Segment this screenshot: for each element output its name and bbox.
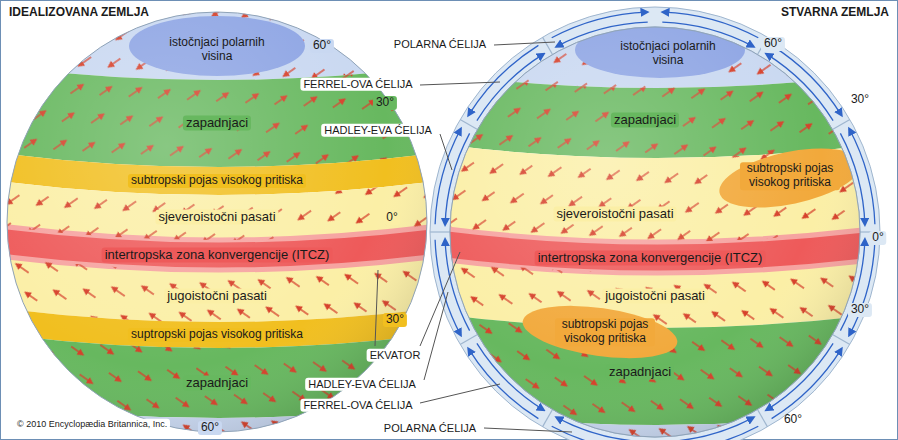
latitude-label: 0°	[383, 211, 400, 225]
globe-art-line	[420, 384, 500, 403]
cell-label: POLARNA ĆELIJA	[391, 38, 489, 51]
globe-art-line	[833, 335, 850, 345]
globe-art-line	[440, 134, 452, 170]
globe-art-g	[435, 12, 875, 440]
globe-art-line	[375, 270, 378, 346]
globe-art-line	[543, 410, 553, 427]
wind-zone-label: istočnjaci polarnih visina	[157, 36, 277, 64]
globe-art-g	[440, 0, 880, 440]
globe-art-g	[430, 7, 880, 440]
copyright-note: © 2010 Encyclopædia Britannica, Inc.	[14, 419, 170, 429]
wind-zone-label: sjeveroistočni pasati	[553, 207, 676, 222]
panel-title: STVARNA ZEMLJA	[778, 6, 892, 20]
globe-art-g	[375, 42, 572, 432]
pressure-belt-label: subtropski pojas visokog pritiska	[555, 318, 655, 346]
pressure-belt-label: subtropski pojas visokog pritiska	[128, 174, 306, 188]
globe-art-circle	[7, 12, 427, 432]
latitude-label: 60°	[781, 413, 805, 427]
globe-art-circle	[7, 12, 427, 432]
globe-art-line	[484, 428, 572, 432]
globe-art-line	[833, 120, 850, 130]
globe-art-line	[758, 410, 768, 427]
cell-label: HADLEY-EVA ĆELIJA	[321, 124, 435, 137]
globe-art-line	[460, 335, 477, 345]
cell-label: FERREL-OVA ĆELIJA	[300, 78, 415, 91]
globe-art-line	[420, 82, 500, 85]
globe-art-line	[494, 42, 555, 45]
wind-zone-label: zapadnjaci	[611, 113, 679, 128]
panel-title: IDEALIZOVANA ZEMLJA	[6, 6, 152, 20]
globe-art-circle	[450, 27, 860, 437]
cell-label: HADLEY-EVA ĆELIJA	[305, 378, 419, 391]
globe-art-line	[420, 252, 460, 346]
cell-label: POLARNA ĆELIJA	[381, 422, 479, 435]
wind-zone-label: jugoistočni pasati	[602, 289, 708, 304]
latitude-label: 30°	[848, 303, 872, 317]
globe-art-line	[430, 231, 450, 232]
latitude-label: 60°	[310, 39, 334, 53]
wind-zone-label: sjeveroistočni pasati	[155, 210, 278, 225]
latitude-label: 30°	[383, 313, 407, 327]
convergence-zone-label: intertropska zona konvergencije (ITCZ)	[102, 248, 333, 263]
globe-art-line	[543, 37, 553, 54]
pressure-belt-label: subtropski pojas visokog pritiska	[740, 162, 840, 190]
convergence-zone-label: intertropska zona konvergencije (ITCZ)	[535, 251, 766, 266]
globe-art-path	[430, 7, 880, 440]
equator-label: EKVATOR	[367, 349, 424, 362]
globe-art-line	[460, 120, 477, 130]
wind-zone-label: zapadnjaci	[183, 376, 251, 391]
globe-art-g	[0, 0, 438, 440]
latitude-label: 60°	[198, 421, 222, 435]
wind-zone-label: zapadnjaci	[606, 365, 674, 380]
globe-art-line	[424, 292, 448, 380]
latitude-label: 30°	[848, 93, 872, 107]
wind-zone-label: jugoistočni pasati	[164, 289, 270, 304]
cell-label: FERREL-OVA ĆELIJA	[300, 399, 415, 412]
latitude-label: 30°	[373, 96, 397, 110]
wind-zone-label: zapadnjaci	[183, 116, 251, 131]
latitude-label: 0°	[869, 231, 886, 245]
globe-art-circle	[450, 27, 860, 437]
wind-zone-label: istočnjaci polarnih visina	[608, 40, 728, 68]
pressure-belt-label: suptropski pojas visokog pritiska	[128, 328, 306, 342]
latitude-label: 60°	[761, 37, 785, 51]
